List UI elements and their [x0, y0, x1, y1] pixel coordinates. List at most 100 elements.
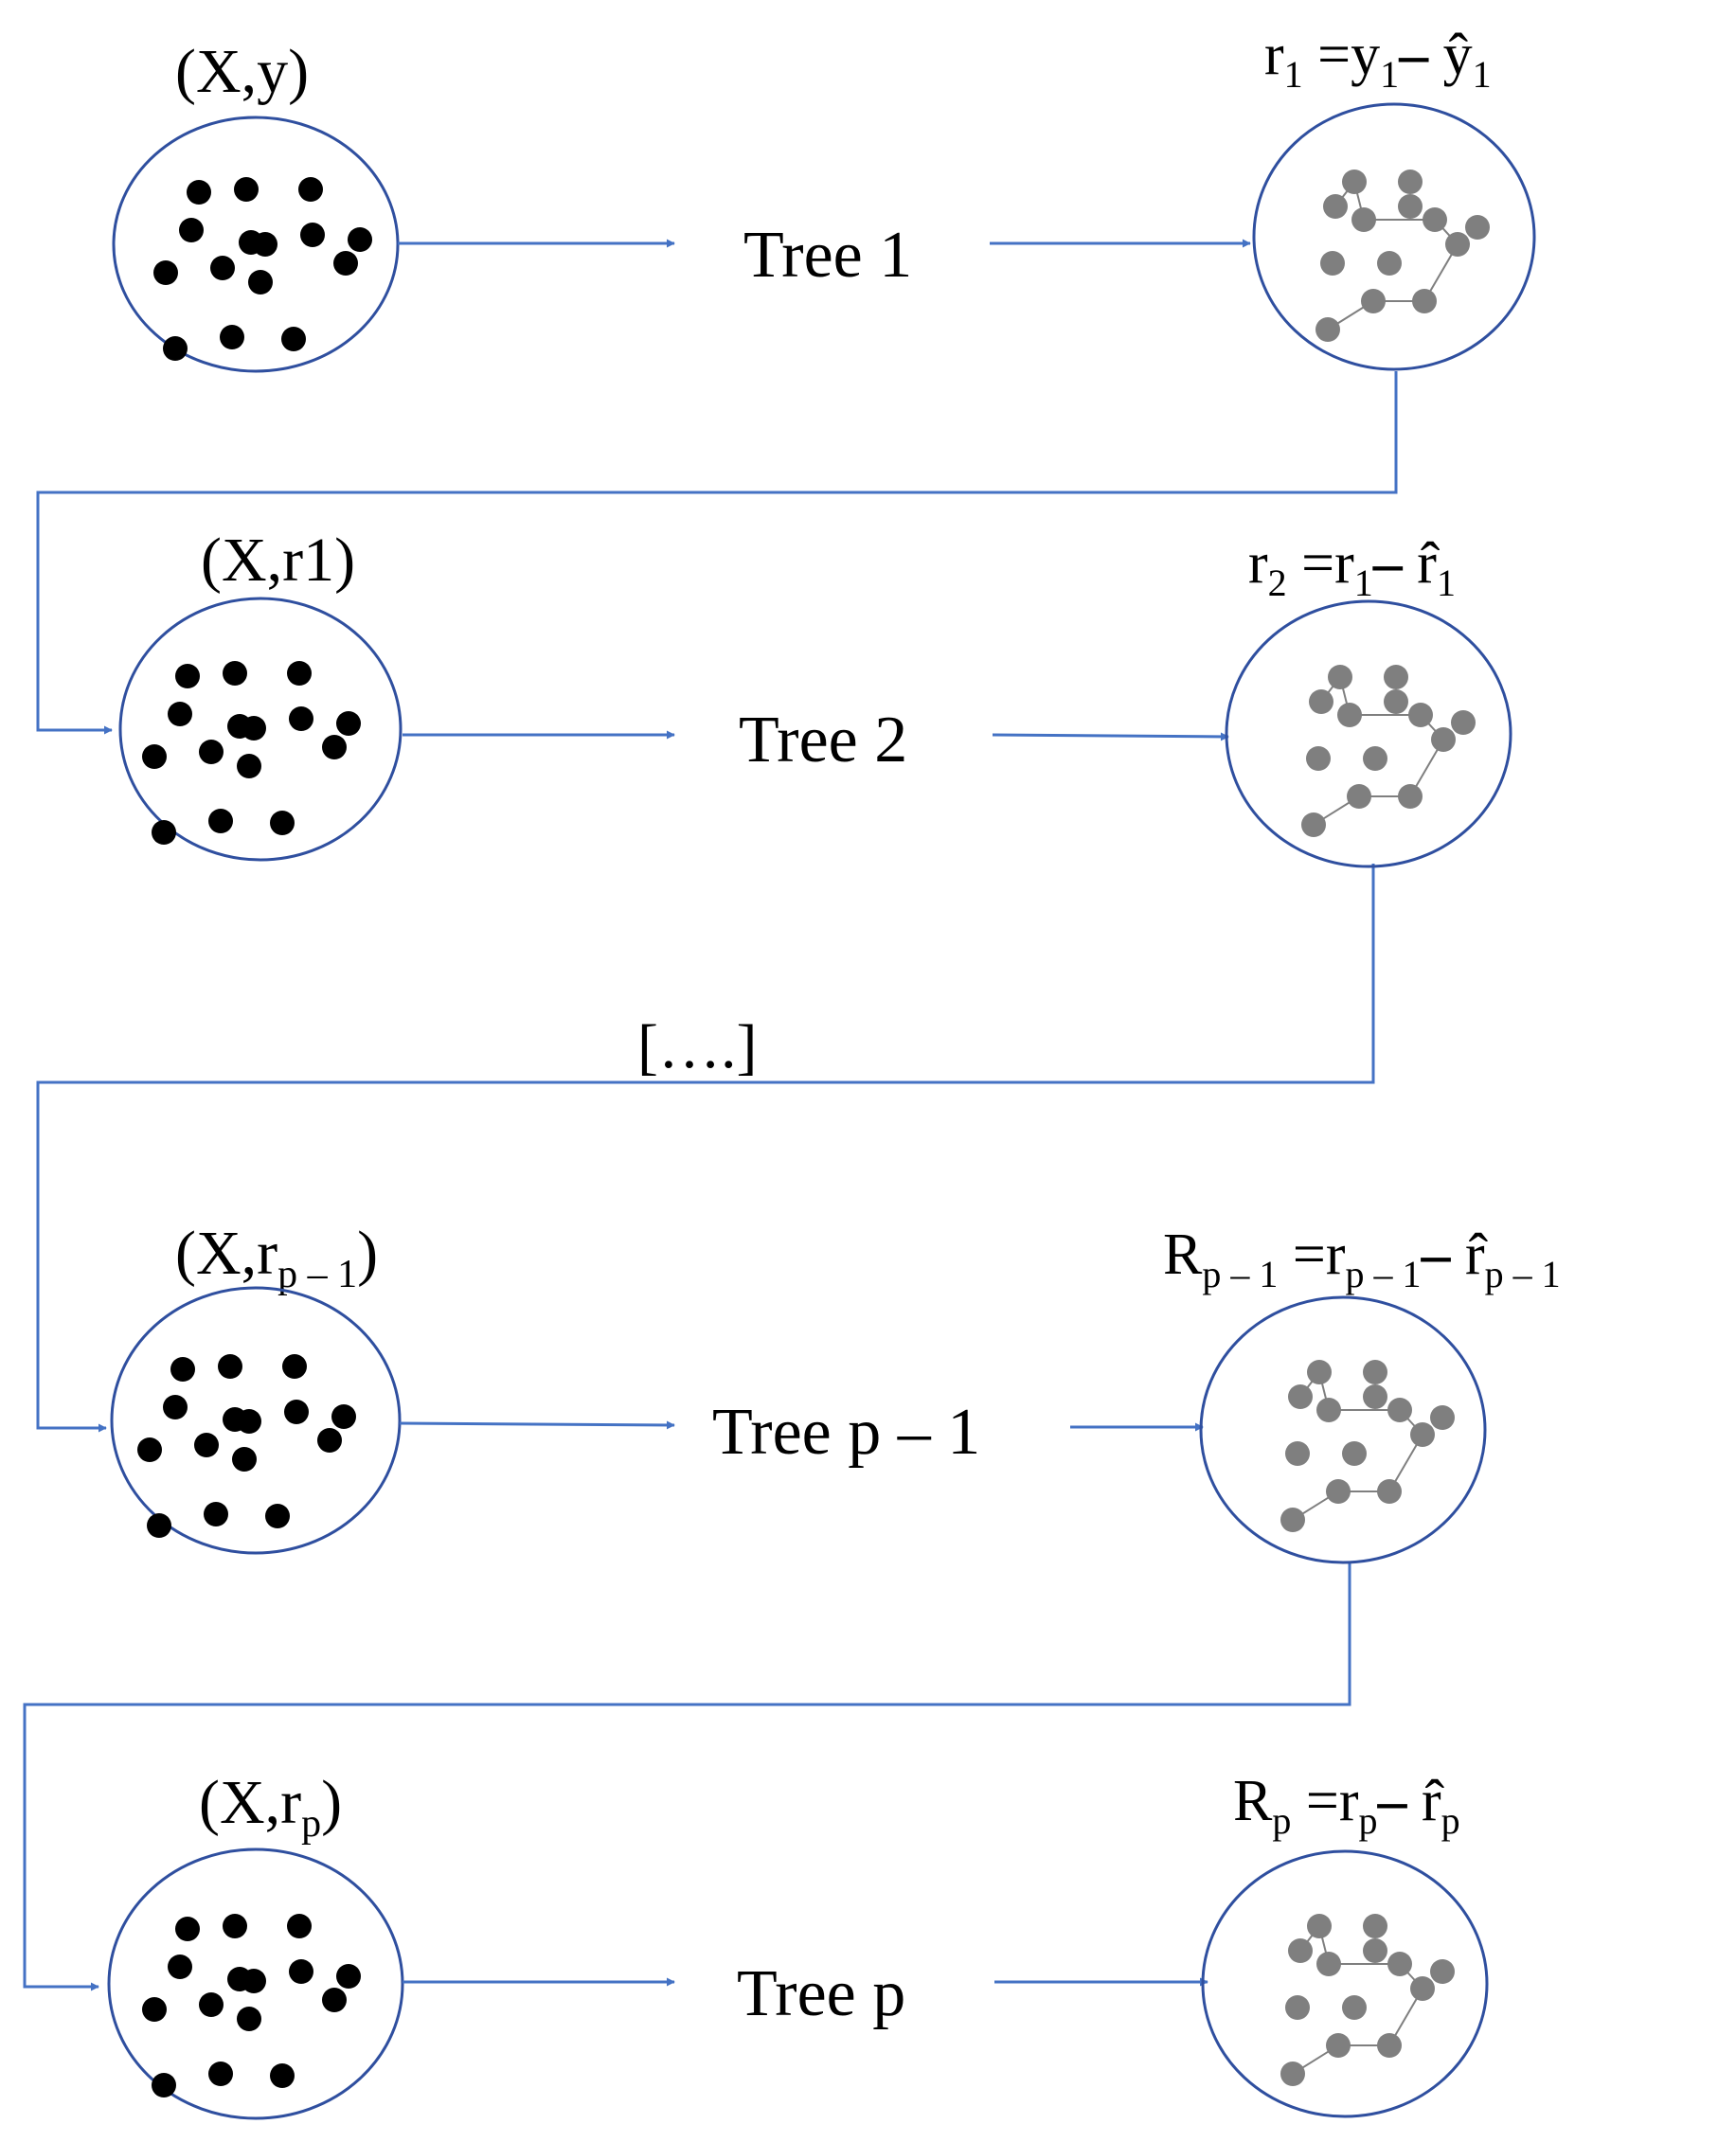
stage-1: (X,y) Tree 1 r1 =y1– ŷ1 [112, 23, 1536, 373]
residual-point [1398, 194, 1423, 219]
input-point [175, 1917, 200, 1941]
stage-4: (X,rp) Tree p Rp =rp– r̂p [107, 1768, 1489, 2120]
residual-point [1430, 1405, 1455, 1430]
input-point [331, 1404, 356, 1429]
input-point [223, 661, 247, 686]
input-point [270, 2063, 295, 2088]
residual-point [1410, 1422, 1435, 1447]
input-point [179, 218, 204, 242]
residual-formula: Rp – 1 =rp – 1– r̂p – 1 [1163, 1223, 1561, 1295]
input-point [234, 177, 259, 202]
connector-stage3-to-stage4 [23, 1562, 1351, 1991]
input-point [147, 1513, 171, 1538]
input-point [168, 702, 192, 726]
residual-point [1337, 703, 1362, 727]
input-point [218, 1354, 242, 1379]
input-data-ellipse [118, 597, 403, 862]
residual-points [1280, 1914, 1455, 2086]
input-point [199, 1992, 224, 2017]
residual-point [1423, 207, 1447, 232]
input-point [142, 1997, 167, 2022]
residual-point [1410, 1976, 1435, 2001]
input-point [194, 1433, 219, 1457]
input-point [163, 336, 188, 361]
input-point [232, 1447, 257, 1472]
input-point [199, 740, 224, 764]
input-label: (X,rp – 1) [175, 1219, 378, 1296]
residual-formula: Rp =rp– r̂p [1233, 1769, 1460, 1842]
residual-point [1342, 170, 1367, 194]
residual-point [1323, 194, 1348, 219]
residual-points [1315, 170, 1490, 342]
residual-point [1445, 232, 1470, 257]
input-point [265, 1504, 290, 1528]
input-point [336, 711, 361, 736]
residual-point [1361, 289, 1386, 313]
input-data-ellipse [110, 1286, 402, 1555]
input-point [168, 1955, 192, 1979]
input-point [317, 1428, 342, 1453]
residual-point [1306, 746, 1331, 771]
tree-label: Tree p – 1 [712, 1396, 980, 1469]
input-point [289, 706, 313, 731]
residual-point [1342, 1441, 1367, 1466]
residual-point [1315, 317, 1340, 342]
residual-point [1363, 1360, 1387, 1384]
residual-point [1316, 1952, 1341, 1976]
tree-label: Tree 2 [739, 704, 907, 776]
input-point [322, 1988, 347, 2012]
stage-2: (X,r1) Tree 2 r2 =r1– r̂1 [118, 526, 1512, 868]
input-point [187, 180, 211, 205]
residual-point [1430, 1959, 1455, 1984]
residual-point [1377, 2033, 1402, 2058]
input-point [237, 2007, 261, 2031]
residual-point [1285, 1441, 1310, 1466]
residual-point [1451, 710, 1476, 735]
input-point [163, 1395, 188, 1419]
residual-point [1285, 1995, 1310, 2020]
input-label: (X,y) [175, 37, 309, 106]
residual-point [1316, 1398, 1341, 1422]
input-point [270, 811, 295, 835]
residual-point [1431, 727, 1456, 752]
input-point [287, 1914, 312, 1938]
arrow-to-residual [992, 732, 1229, 741]
input-point [137, 1437, 162, 1462]
residual-point [1280, 2062, 1305, 2086]
residual-point [1342, 1995, 1367, 2020]
residual-point [1384, 665, 1408, 689]
input-data-points [137, 1354, 356, 1538]
input-data-points [142, 661, 361, 845]
tree-label: Tree p [737, 1957, 905, 2030]
residual-point [1363, 1384, 1387, 1409]
stage-3: (X,rp – 1) Tree p – 1 Rp – 1 =rp – 1– r̂… [110, 1219, 1561, 1564]
ellipsis-label: [….] [637, 1012, 757, 1081]
input-point [153, 260, 178, 285]
input-label: (X,r1) [201, 526, 355, 595]
input-point [152, 2073, 176, 2097]
input-point [242, 1969, 266, 1993]
residual-point [1377, 251, 1402, 276]
input-point [333, 251, 358, 276]
input-point [220, 325, 244, 349]
residual-point [1363, 1938, 1387, 1963]
input-point [336, 1964, 361, 1989]
input-data-points [153, 177, 372, 361]
residual-point [1398, 170, 1423, 194]
input-point [287, 661, 312, 686]
residual-points [1301, 665, 1476, 837]
residual-point [1320, 251, 1345, 276]
tree-label: Tree 1 [743, 219, 912, 292]
residual-points [1280, 1360, 1455, 1532]
input-point [253, 232, 277, 257]
input-point [237, 1409, 261, 1434]
input-data-ellipse [107, 1847, 404, 2120]
input-point [300, 223, 325, 247]
input-point [282, 1354, 307, 1379]
connector-stage1-to-stage2 [36, 371, 1398, 735]
input-point [348, 227, 372, 252]
residual-point [1465, 215, 1490, 240]
input-label: (X,rp) [199, 1768, 342, 1846]
stage-connectors [23, 371, 1398, 1991]
residual-point [1408, 703, 1433, 727]
